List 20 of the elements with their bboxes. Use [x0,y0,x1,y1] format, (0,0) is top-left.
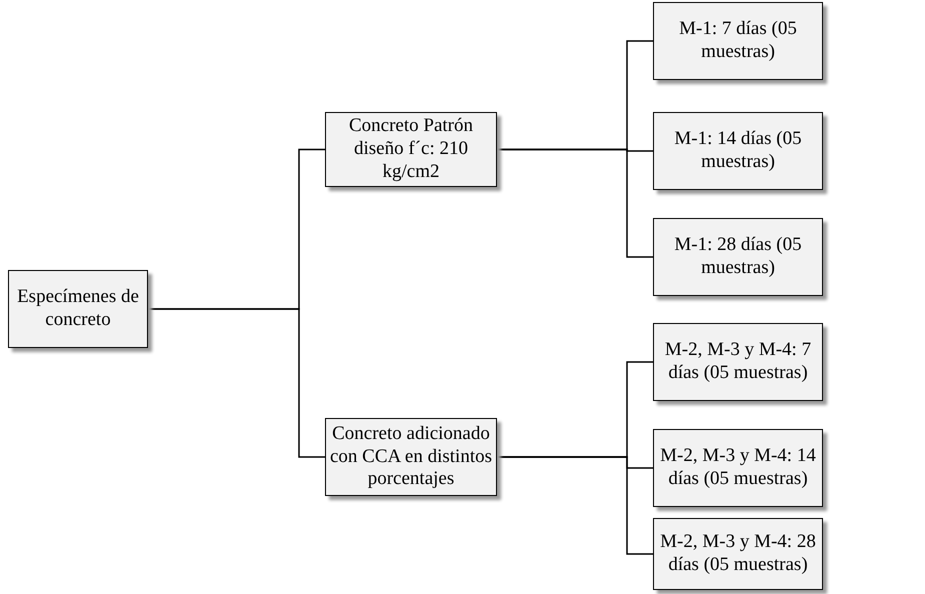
box-label: M-1: 14 días (05 muestras) [673,128,803,174]
connector-line [497,148,653,258]
process-box [653,112,823,190]
box-label: M-2, M-3 y M-4: 14 días (05 muestras) [659,445,817,491]
box-label: M-1: 28 días (05 muestras) [673,234,803,280]
process-box [653,429,823,507]
box-label: M-2, M-3 y M-4: 7 días (05 muestras) [664,339,812,385]
box-label: M-1: 7 días (05 muestras) [678,18,798,64]
process-box [653,218,823,296]
box-label: Concreto Patrón diseño f´c: 210 kg/cm2 [348,115,474,184]
process-box [653,518,823,590]
process-box [653,2,823,80]
box-label: Concreto adicionado con CCA en distintos porcentajes [329,422,493,492]
process-box [325,112,497,187]
box-label: Especímenes de concreto [16,286,140,332]
box-label: M-2, M-3 y M-4: 28 días (05 muestras) [659,531,817,577]
connector-line [148,308,325,458]
connector-line [497,456,653,555]
process-box [653,323,823,401]
process-box [8,270,148,348]
